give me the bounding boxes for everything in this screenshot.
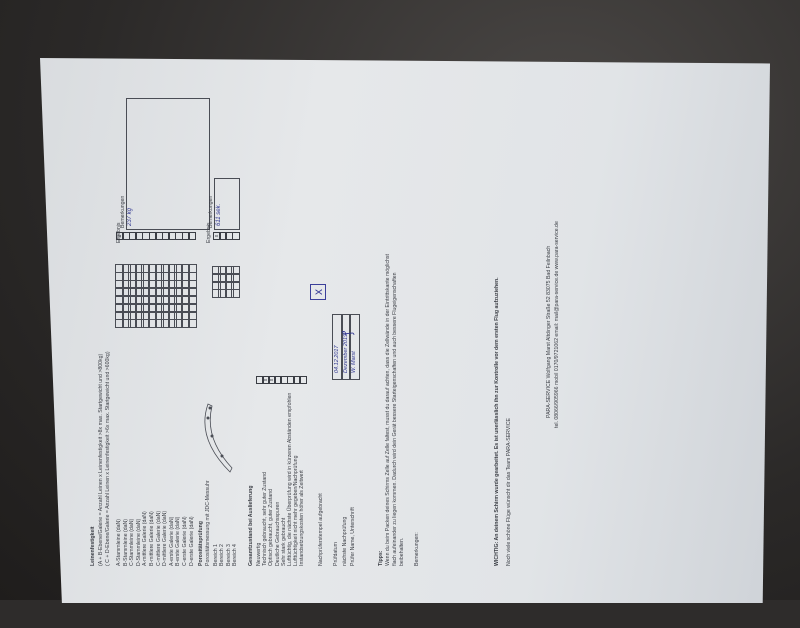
inspection-row-label: Prüfer Name, Unterschrift xyxy=(350,507,357,566)
inspection-value-cell: W. Marst xyxy=(349,314,360,380)
grid-cell xyxy=(231,281,241,291)
grid-cell xyxy=(231,265,241,275)
header-title: Leinenfestigkeit xyxy=(90,526,96,567)
grid-cell xyxy=(187,272,197,281)
remarks-section-label: Bemerkungen: xyxy=(414,532,420,566)
line-strength-row-label: D-mittlere Galerie (daN) xyxy=(162,510,169,566)
document-sheet: Leinenfestigkeit (A + B-Ebene/Galerie = … xyxy=(40,58,770,603)
line-strength-row-label: D-Stammleine (daN) xyxy=(135,518,142,566)
inspection-row-label: nächste Nachprüfung xyxy=(341,516,348,566)
tips-line-3: beibehalten. xyxy=(399,537,405,566)
grid-cell xyxy=(231,273,241,283)
line-strength-row-label: C-Stammleine (daN) xyxy=(129,518,136,566)
porosity-subtitle: Porositätsmessung mit JDC-Messuhr xyxy=(205,480,211,566)
line-strength-row-label: B-mittlere Galerie (daN) xyxy=(149,511,155,566)
line-strength-row-label: D-erste Galerie (daN) xyxy=(188,516,195,566)
porosity-title: Porositätsprüfung xyxy=(198,521,204,566)
line-strength-result-check xyxy=(188,232,197,240)
grid-cell xyxy=(187,319,197,328)
footer-line-1: PARA-SERVICE Wolfgang Marst Altdinger St… xyxy=(546,245,552,418)
stamp-mark: x xyxy=(310,284,326,300)
inspection-value: Dezember 2019 xyxy=(342,333,349,373)
porosity-result-check xyxy=(231,232,240,240)
line-strength-row-label: C-mittlere Galerie (daN) xyxy=(155,510,162,566)
stamp-label: Nachprüferstempel aufgebracht xyxy=(318,493,324,566)
line-strength-row-label: B-Stammleine (daN) xyxy=(122,519,129,566)
line-strength-row-label: B-erste Galerie (daN) xyxy=(175,516,182,566)
grid-cell xyxy=(187,264,197,273)
wing-diagram xyxy=(204,403,233,473)
porosity-row-label: Bereich 1 xyxy=(213,544,219,566)
header-line-2: ( C + D-Ebene/Galerie = Anzahl Leinen x … xyxy=(105,351,111,566)
grid-cell xyxy=(231,289,241,298)
footer-line-2: tel. 08066/905966 mobil 0170/9721062 ema… xyxy=(554,221,560,428)
tips-line-2: flach aufeinander zu liegen kommen. Dadu… xyxy=(392,272,398,566)
porosity-value-grid xyxy=(231,265,241,298)
line-strength-row-label: A-erste Galerie (daN) xyxy=(168,516,175,566)
condition-item: Instandsetzungskosten höher als Zeitwert xyxy=(299,470,306,566)
porosity-row-label: Bereich 2 xyxy=(219,544,226,566)
tips-line-1: Wenn du beim Packen deines Schirms Zelle… xyxy=(385,254,391,566)
line-strength-row-label: A-Stammleine (daN) xyxy=(116,519,122,566)
porosity-row-label: Bereich 3 xyxy=(225,544,232,566)
line-strength-value-grid xyxy=(187,264,197,328)
inspection-value: 04.12.2017 xyxy=(334,345,340,373)
porosity-row-label: Bereich 4 xyxy=(232,544,239,566)
grid-cell xyxy=(187,279,197,289)
line-strength-row-label: A-mittlere Galerie (daN) xyxy=(142,511,149,566)
line-strength-row-label: C-erste Galerie (daN) xyxy=(182,516,188,566)
inspection-value: W. Marst xyxy=(351,351,358,373)
porosity-remarks-box xyxy=(214,178,240,230)
condition-title: Gesamtzustand bei Auslieferung xyxy=(248,485,254,566)
grid-cell xyxy=(187,295,197,305)
grid-cell xyxy=(187,287,197,297)
important-note: WICHTIG: An deinem Schirm wurde gearbeit… xyxy=(494,277,500,566)
condition-checkbox[interactable] xyxy=(298,376,307,384)
header-line-1: (A + B-Ebene/Galerie = Anzahl Leinen x L… xyxy=(98,353,104,566)
grid-cell xyxy=(187,303,197,313)
remarks-box xyxy=(126,98,210,230)
inspection-row-label: Prüfdatum xyxy=(333,542,339,566)
tips-title: Tipps: xyxy=(378,550,384,566)
document-content: Leinenfestigkeit (A + B-Ebene/Galerie = … xyxy=(80,88,770,603)
grid-cell xyxy=(187,311,197,321)
closing-note: Noch viele schöne Flüge wünscht dir das … xyxy=(506,418,512,566)
